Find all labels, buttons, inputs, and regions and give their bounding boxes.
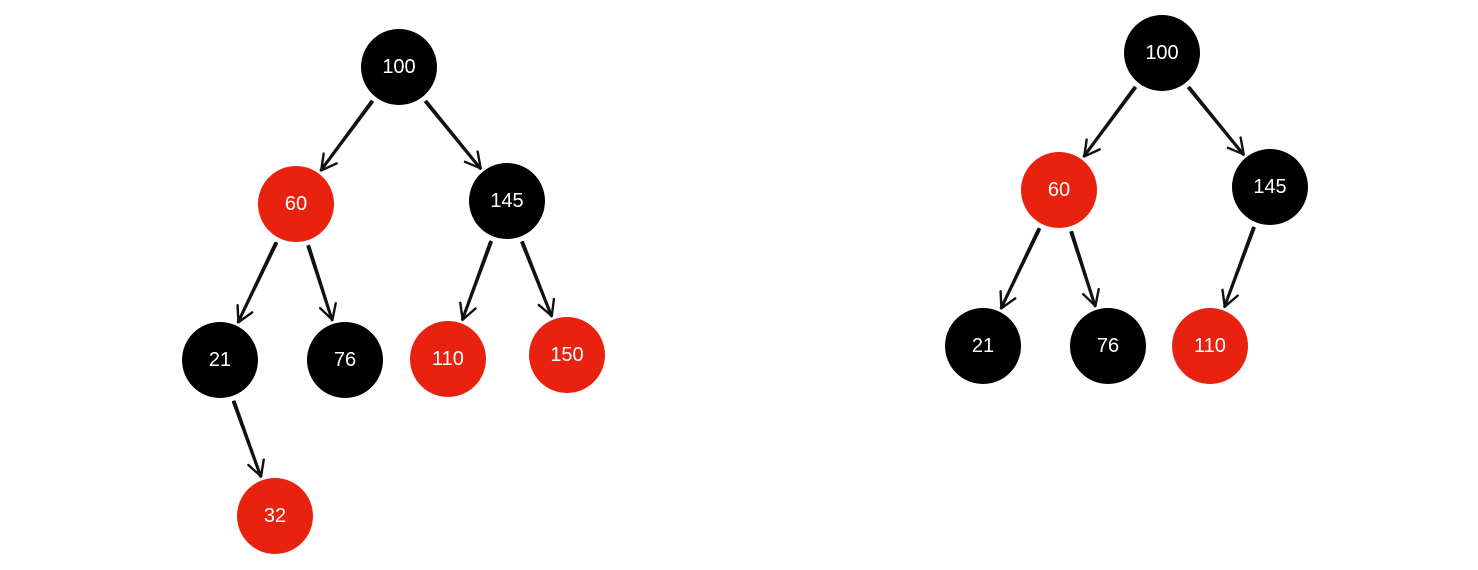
- node-label: 100: [382, 56, 415, 78]
- black-node-circle: [1070, 308, 1146, 384]
- node-label: 21: [972, 335, 994, 357]
- arrowhead-icon: [1221, 288, 1239, 308]
- arrowhead-icon: [320, 152, 338, 172]
- red-node-circle: [1021, 152, 1097, 228]
- edge-21-to-32: [231, 400, 265, 478]
- node-label: 100: [1145, 42, 1178, 64]
- edge-line-sketch: [1082, 86, 1136, 158]
- tree-node-145: 145: [469, 163, 545, 239]
- edge-line-sketch: [424, 101, 482, 170]
- red-node-circle: [410, 321, 486, 397]
- edge-line-sketch: [460, 240, 492, 321]
- left-tree-edges: [231, 100, 556, 478]
- node-label: 32: [264, 505, 286, 527]
- black-node-circle: [307, 322, 383, 398]
- edge-100-to-145: [424, 100, 482, 170]
- arrowhead-icon: [537, 297, 556, 318]
- tree-node-150: 150: [529, 317, 605, 393]
- left-tree: 100 60 145 21 76 110 150 32: [182, 29, 605, 554]
- tree-node-100: 100: [361, 29, 437, 105]
- edge-60-to-76: [1069, 230, 1100, 308]
- tree-node-21: 21: [182, 322, 258, 398]
- black-node-circle: [182, 322, 258, 398]
- node-label: 110: [432, 348, 464, 370]
- edge-line-sketch: [306, 245, 334, 322]
- arrowhead-icon: [999, 290, 1017, 310]
- black-node-circle: [361, 29, 437, 105]
- node-label: 145: [1253, 176, 1286, 198]
- edge-line-sketch: [999, 227, 1040, 310]
- edge-line-sketch: [1187, 87, 1245, 156]
- tree-node-76: 76: [307, 322, 383, 398]
- arrowhead-icon: [463, 150, 482, 170]
- tree-node-145: 145: [1232, 149, 1308, 225]
- node-label: 21: [209, 349, 231, 371]
- edge-line-sketch: [1069, 231, 1097, 308]
- edge-60-to-76: [306, 244, 337, 322]
- tree-node-21: 21: [945, 308, 1021, 384]
- tree-node-60: 60: [258, 166, 334, 242]
- edge-145-to-150: [520, 240, 556, 318]
- node-label: 145: [490, 190, 523, 212]
- right-tree-nodes: 100 60 145 21 76 110: [945, 15, 1308, 384]
- node-label: 76: [1097, 335, 1119, 357]
- arrowhead-icon: [459, 301, 477, 321]
- arrowhead-icon: [247, 458, 265, 478]
- node-label: 60: [1048, 179, 1070, 201]
- edge-100-to-60: [319, 100, 374, 172]
- tree-node-110: 110: [410, 321, 486, 397]
- tree-node-60: 60: [1021, 152, 1097, 228]
- arrowhead-icon: [318, 302, 337, 322]
- red-node-circle: [258, 166, 334, 242]
- edge-line-sketch: [231, 400, 262, 478]
- right-tree-edges: [999, 86, 1256, 310]
- edge-100-to-60: [1082, 86, 1137, 158]
- edge-line-sketch: [319, 100, 373, 172]
- edge-line-sketch: [520, 241, 553, 318]
- edge-100-to-145: [1187, 86, 1245, 156]
- edge-145-to-110: [459, 240, 493, 321]
- arrowhead-icon: [1083, 138, 1101, 158]
- arrowhead-icon: [236, 304, 254, 324]
- black-node-circle: [945, 308, 1021, 384]
- tree-node-76: 76: [1070, 308, 1146, 384]
- left-tree-nodes: 100 60 145 21 76 110 150 32: [182, 29, 605, 554]
- edge-145-to-110: [1221, 226, 1256, 308]
- tree-node-32: 32: [237, 478, 313, 554]
- node-label: 110: [1194, 335, 1226, 357]
- edge-60-to-21: [236, 241, 278, 324]
- node-label: 60: [285, 193, 307, 215]
- red-node-circle: [529, 317, 605, 393]
- tree-node-100: 100: [1124, 15, 1200, 91]
- red-node-circle: [1172, 308, 1248, 384]
- edge-60-to-21: [999, 227, 1041, 310]
- node-label: 150: [550, 344, 583, 366]
- black-node-circle: [469, 163, 545, 239]
- node-label: 76: [334, 349, 356, 371]
- edge-line-sketch: [1223, 226, 1255, 308]
- edge-line-sketch: [236, 241, 277, 324]
- black-node-circle: [1232, 149, 1308, 225]
- right-tree: 100 60 145 21 76 110: [945, 15, 1308, 384]
- arrowhead-icon: [1081, 288, 1100, 308]
- black-node-circle: [1124, 15, 1200, 91]
- arrowhead-icon: [1226, 136, 1245, 156]
- tree-node-110: 110: [1172, 308, 1248, 384]
- red-node-circle: [237, 478, 313, 554]
